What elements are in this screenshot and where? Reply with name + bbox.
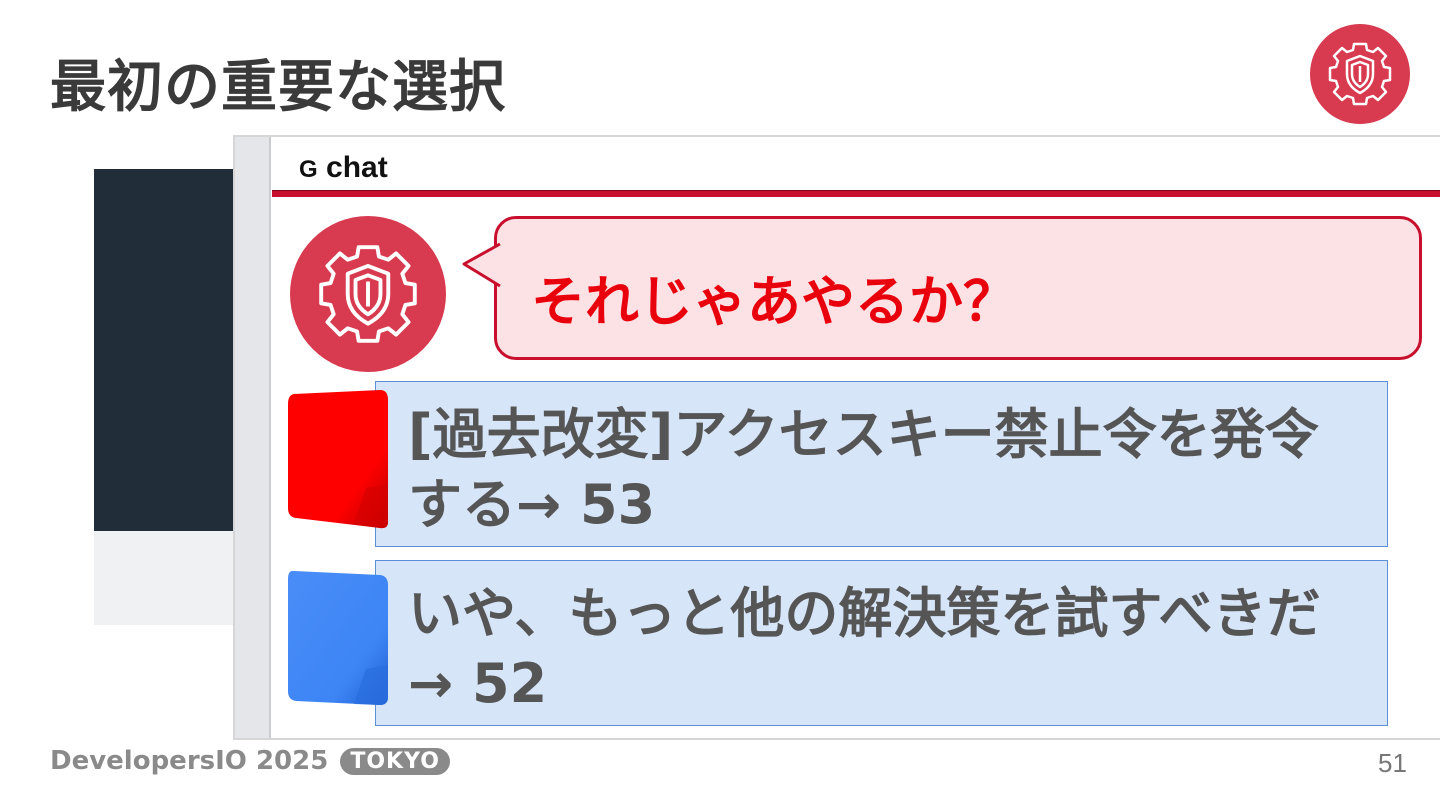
shield-gear-icon [1310,24,1410,124]
background-panel-light [94,531,244,625]
chat-sidebar [235,137,271,738]
chat-title: G chat [299,151,388,185]
chat-title-word: chat [326,151,388,184]
bot-message-bubble: それじゃあやるか？ [494,216,1422,360]
blue-key-icon[interactable] [284,565,392,707]
shield-gear-icon [290,216,446,372]
choice-card-53[interactable]: [過去改変]アクセスキー禁止令を発令する→ 53 [375,381,1388,547]
bot-message-text: それじゃあやるか？ [531,270,1017,333]
slide-title: 最初の重要な選択 [50,55,506,120]
red-key-icon[interactable] [284,388,392,530]
chat-title-letter: G [299,156,318,183]
footer-brand: DevelopersIO 2025 TOKYO [50,746,450,776]
bubble-tail [462,242,502,288]
location-badge: TOKYO [340,747,450,775]
choice-card-52[interactable]: いや、もっと他の解決策を試すべきだ → 52 [375,560,1388,726]
footer-brand-text: DevelopersIO 2025 [50,746,329,776]
page-number: 51 [1378,748,1407,778]
background-panel [94,169,244,531]
chat-header-rule [272,190,1440,197]
choice-text: いや、もっと他の解決策を試すべきだ → 52 [408,582,1321,715]
choice-text: [過去改変]アクセスキー禁止令を発令する→ 53 [408,403,1319,536]
